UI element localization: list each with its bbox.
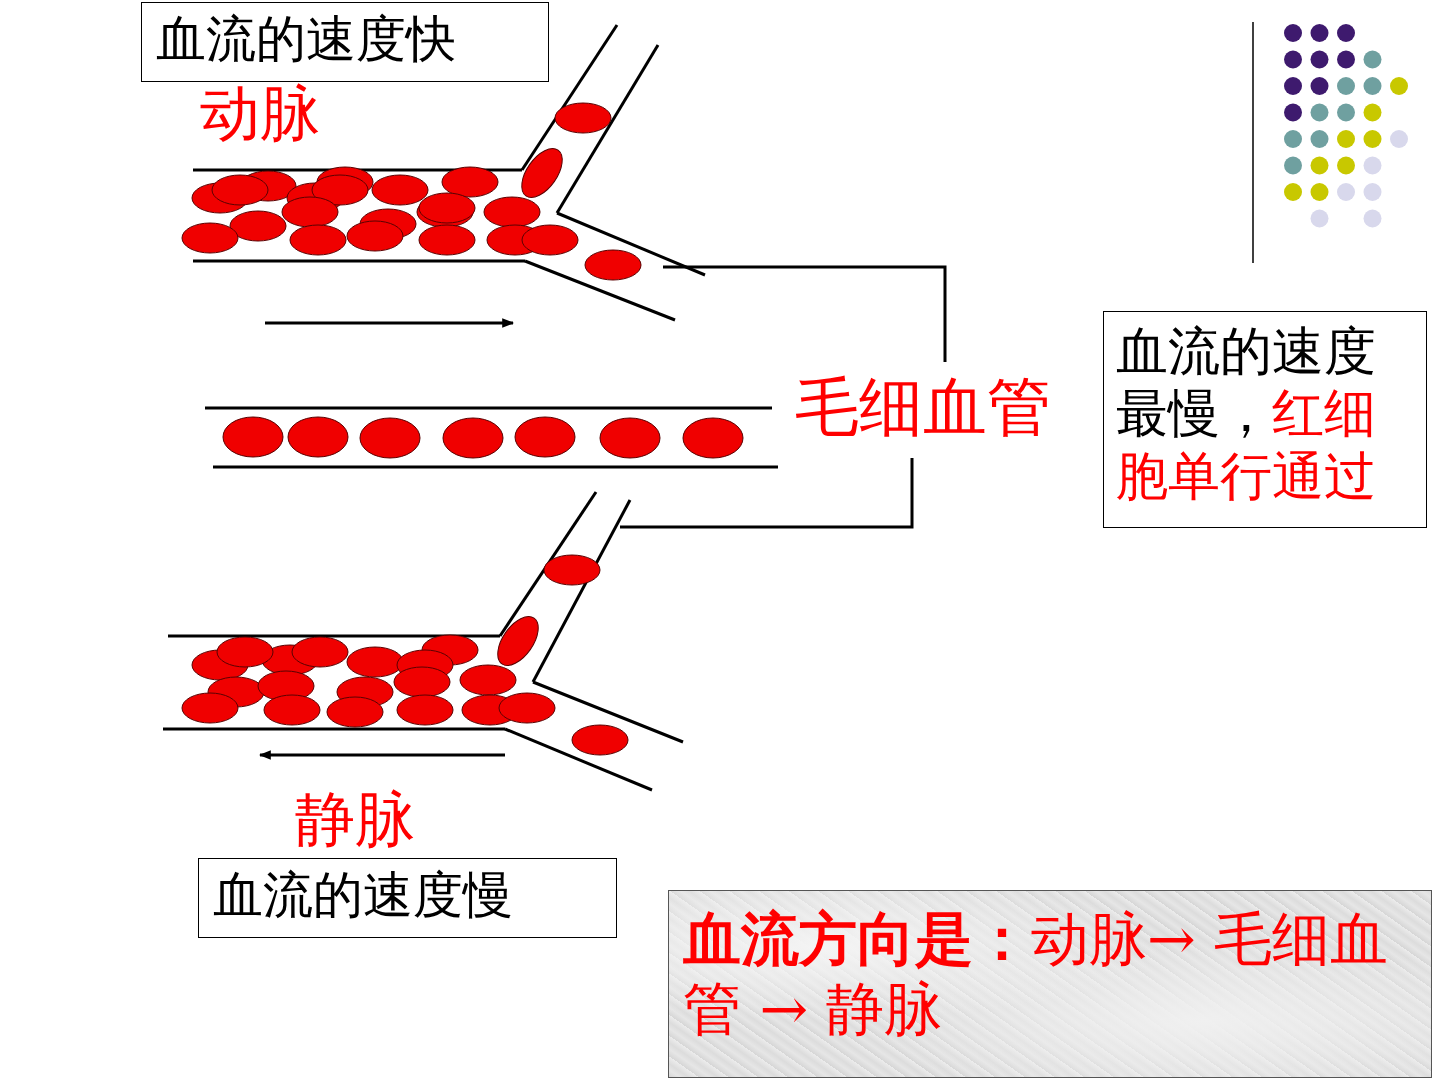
- decoration-dot: [1364, 157, 1382, 175]
- decoration-dot: [1311, 24, 1329, 42]
- decoration-dot: [1337, 77, 1355, 95]
- decoration-dot: [1337, 104, 1355, 122]
- decoration-dot: [1337, 157, 1355, 175]
- red-blood-cell: [484, 197, 540, 227]
- red-blood-cell: [230, 211, 286, 241]
- decoration-dot: [1364, 51, 1382, 69]
- red-blood-cell: [443, 418, 503, 458]
- decoration-dot: [1337, 51, 1355, 69]
- decoration-dot: [1337, 24, 1355, 42]
- red-blood-cell: [212, 175, 268, 205]
- decoration-dot: [1284, 51, 1302, 69]
- vessel-name: 静脉: [295, 786, 415, 852]
- red-blood-cell: [514, 141, 571, 204]
- vessel-name: 动脉: [200, 80, 320, 146]
- divider-line: [1252, 22, 1254, 263]
- decoration-dot: [1337, 183, 1355, 201]
- red-blood-cell: [347, 221, 403, 251]
- decoration-dots: [1284, 24, 1408, 228]
- red-blood-cell: [683, 418, 743, 458]
- decoration-dot: [1311, 51, 1329, 69]
- decoration-dot: [1284, 77, 1302, 95]
- decoration-dot: [1311, 130, 1329, 148]
- decoration-dot: [1284, 24, 1302, 42]
- vessel-walls: [163, 25, 778, 790]
- decoration-dot: [1364, 183, 1382, 201]
- red-blood-cell: [182, 693, 238, 723]
- decoration-dot: [1311, 77, 1329, 95]
- note-text: 血流的速度快: [156, 10, 456, 68]
- decoration-dot: [1311, 104, 1329, 122]
- decoration-dot: [1284, 157, 1302, 175]
- red-blood-cell: [499, 693, 555, 723]
- red-blood-cell: [515, 417, 575, 457]
- decoration-dot: [1364, 104, 1382, 122]
- decoration-dot: [1284, 130, 1302, 148]
- speed-note-box: 血流的速度快: [141, 2, 549, 82]
- red-blood-cell: [327, 697, 383, 727]
- decoration-dot: [1311, 210, 1329, 228]
- red-blood-cell: [585, 250, 641, 280]
- note-text: 血流的速度慢: [213, 866, 513, 924]
- red-blood-cell: [572, 725, 628, 755]
- decoration-dot: [1337, 130, 1355, 148]
- red-blood-cell: [288, 417, 348, 457]
- red-blood-cell: [419, 193, 475, 223]
- red-blood-cell: [282, 197, 338, 227]
- decoration-dot: [1390, 130, 1408, 148]
- red-blood-cell: [394, 667, 450, 697]
- red-blood-cell: [460, 665, 516, 695]
- red-blood-cell: [223, 417, 283, 457]
- red-blood-cell: [217, 637, 273, 667]
- decoration-dot: [1284, 183, 1302, 201]
- red-blood-cell: [372, 175, 428, 205]
- decoration-dot: [1311, 157, 1329, 175]
- red-blood-cell: [264, 695, 320, 725]
- red-blood-cell: [442, 167, 498, 197]
- decoration-dot: [1284, 104, 1302, 122]
- red-blood-cell: [419, 225, 475, 255]
- note-text: 血流方向是：: [683, 905, 1031, 973]
- red-blood-cell: [347, 647, 403, 677]
- decoration-dot: [1364, 210, 1382, 228]
- red-blood-cell: [290, 225, 346, 255]
- speed-note-box: 血流的速度慢: [198, 858, 617, 938]
- decoration-dot: [1364, 130, 1382, 148]
- red-blood-cell: [360, 418, 420, 458]
- red-blood-cell: [397, 695, 453, 725]
- flow-direction-box: 血流方向是：动脉→ 毛细血管 → 静脉: [668, 890, 1432, 1078]
- red-blood-cell: [182, 223, 238, 253]
- decoration-dot: [1364, 77, 1382, 95]
- red-blood-cell: [522, 225, 578, 255]
- decoration-dot: [1390, 77, 1408, 95]
- red-blood-cell: [555, 103, 611, 133]
- red-blood-cell: [292, 637, 348, 667]
- vessel-name: 毛细血管: [795, 372, 1051, 442]
- red-blood-cell: [600, 418, 660, 458]
- decoration-dot: [1311, 183, 1329, 201]
- red-blood-cell: [544, 555, 600, 585]
- speed-note-box: 血流的速度最慢，红细胞单行通过: [1103, 311, 1427, 528]
- red-blood-cells: [182, 103, 743, 755]
- red-blood-cell: [490, 609, 547, 672]
